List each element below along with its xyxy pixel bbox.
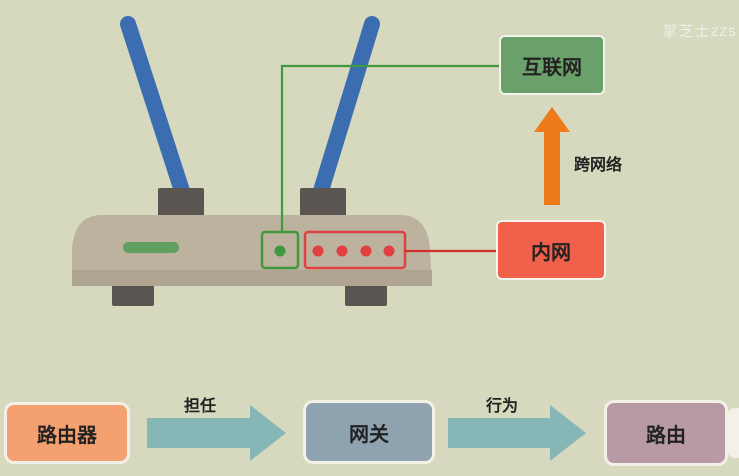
right-antenna-base: [300, 188, 346, 218]
routing-node: 路由: [604, 400, 728, 466]
lan-port: [383, 245, 395, 257]
router-node: 路由器: [4, 402, 130, 464]
wan-port: [274, 245, 286, 257]
wan-connection-line: [280, 64, 500, 232]
behavior-label: 行为: [486, 396, 519, 415]
left-foot: [112, 280, 154, 306]
acts-as-label: 担任: [184, 396, 217, 415]
status-light: [123, 242, 179, 253]
right-foot: [345, 280, 387, 306]
left-antenna: [120, 16, 191, 202]
lan-node: 内网: [496, 220, 606, 280]
left-antenna-base: [158, 188, 204, 218]
routing-node-edge: [727, 408, 739, 458]
cross-network-label: 跨网络: [574, 155, 623, 174]
cross-network-arrow: [534, 107, 570, 205]
gateway-node: 网关: [303, 400, 435, 464]
lan-port: [360, 245, 372, 257]
lan-port: [336, 245, 348, 257]
watermark: 掌芝士zzs: [662, 22, 737, 40]
right-antenna: [312, 16, 380, 202]
internet-node: 互联网: [499, 35, 605, 95]
acts-as-arrow: [147, 405, 286, 461]
lan-port: [312, 245, 324, 257]
behavior-arrow: [448, 405, 586, 461]
router-body-shade: [72, 270, 432, 286]
wan-port-frame: [260, 230, 300, 270]
